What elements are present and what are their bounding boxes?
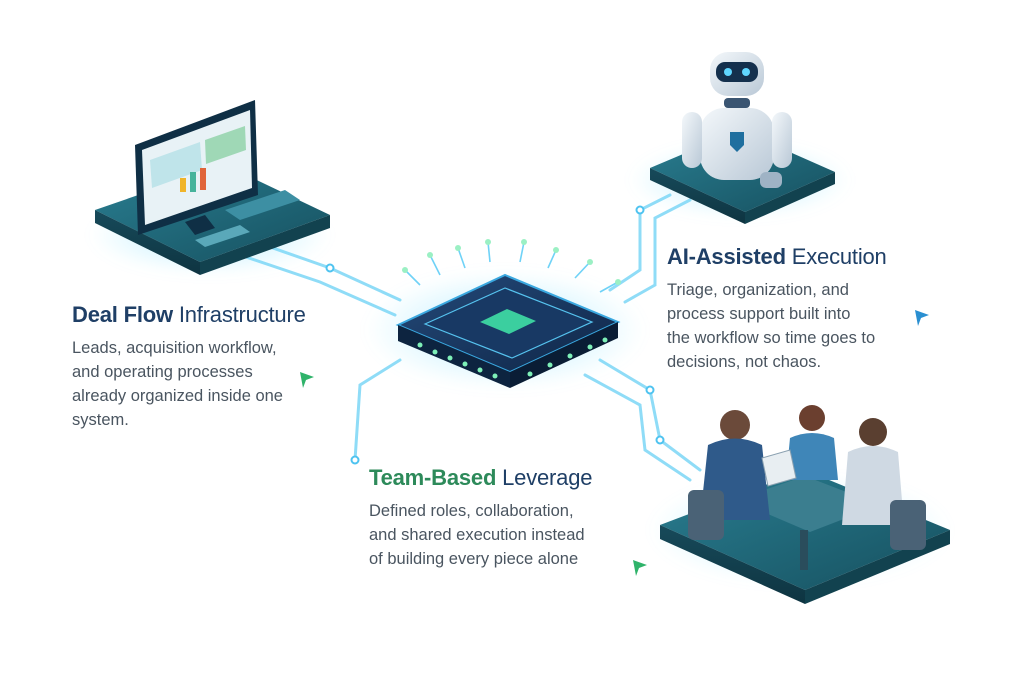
section-title-ai-assisted: AI-Assisted Execution [667, 244, 967, 270]
section-desc-ai-assisted: Triage, organization, and process suppor… [667, 278, 967, 374]
robot-platform [630, 52, 850, 224]
section-deal-flow: Deal Flow Infrastructure Leads, acquisit… [72, 302, 372, 432]
team-meeting-icon [688, 405, 926, 570]
section-team-based: Team-Based Leverage Defined roles, colla… [369, 465, 669, 571]
title-bold: Deal Flow [72, 302, 173, 327]
title-bold: Team-Based [369, 465, 497, 490]
desc-line: and shared execution instead [369, 526, 585, 544]
desc-line: Defined roles, collaboration, [369, 502, 574, 520]
desc-line: and operating processes [72, 363, 253, 381]
section-desc-deal-flow: Leads, acquisition workflow, and operati… [72, 336, 372, 432]
circuit-line-left [353, 358, 402, 462]
processor-chip-icon [365, 239, 645, 390]
desc-line: Leads, acquisition workflow, [72, 339, 277, 357]
circuit-line-team [598, 358, 702, 472]
cursor-arrow-icon [300, 310, 929, 576]
desc-line: decisions, not chaos. [667, 353, 822, 371]
desktop-computer-icon [135, 100, 300, 247]
computer-platform [90, 100, 330, 275]
title-light: Infrastructure [178, 302, 306, 327]
desc-line: Triage, organization, and [667, 281, 849, 299]
desc-line: the workflow so time goes to [667, 329, 876, 347]
desc-line: already organized inside one [72, 387, 283, 405]
title-light: Leverage [502, 465, 593, 490]
team-platform [650, 405, 950, 604]
section-title-team-based: Team-Based Leverage [369, 465, 669, 491]
section-desc-team-based: Defined roles, collaboration, and shared… [369, 499, 669, 571]
desc-line: process support built into [667, 305, 851, 323]
section-ai-assisted: AI-Assisted Execution Triage, organizati… [667, 244, 967, 374]
desc-line: system. [72, 411, 129, 429]
robot-icon [682, 52, 792, 188]
desc-line: of building every piece alone [369, 550, 579, 568]
circuit-nodes [325, 205, 665, 465]
circuit-line-team-2 [583, 373, 692, 482]
section-title-deal-flow: Deal Flow Infrastructure [72, 302, 372, 328]
title-bold: AI-Assisted [667, 244, 786, 269]
title-light: Execution [791, 244, 887, 269]
